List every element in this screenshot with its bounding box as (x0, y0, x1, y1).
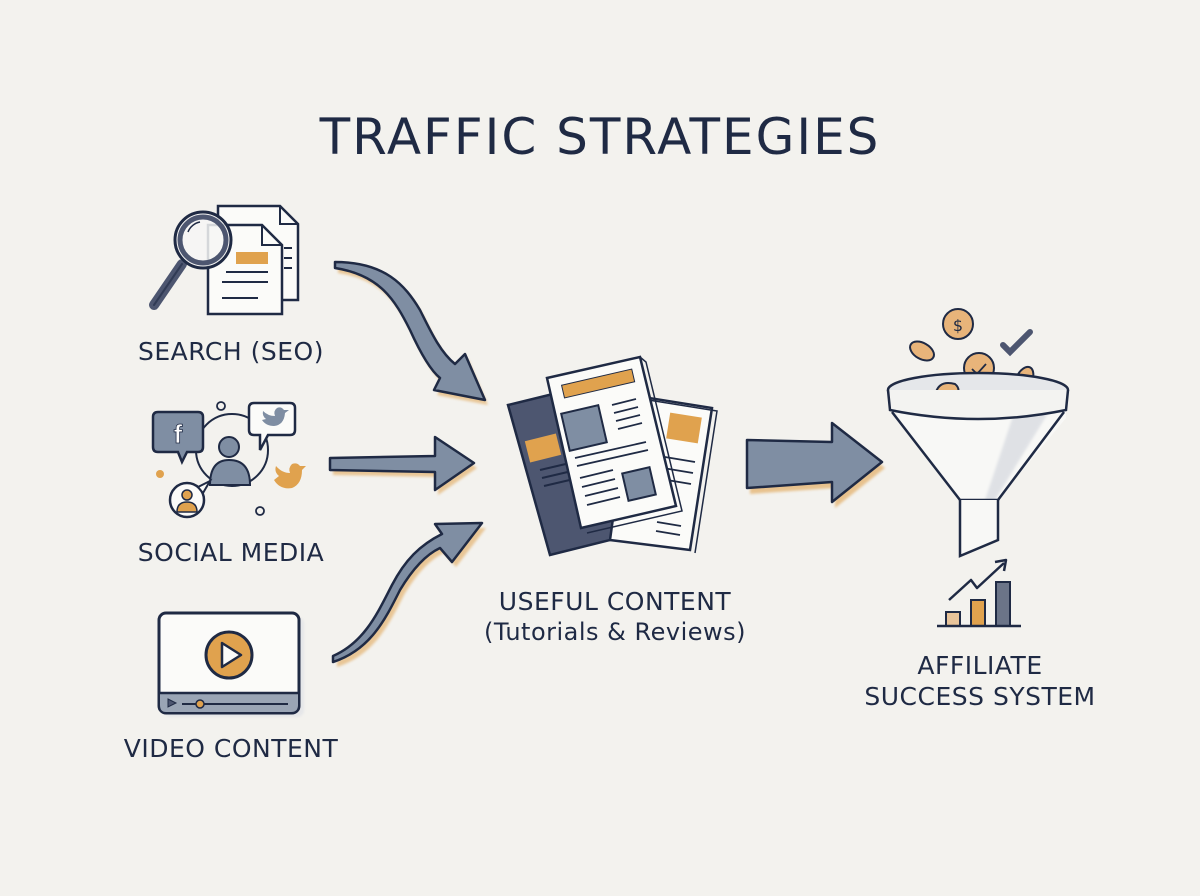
twitter-icon (262, 407, 289, 426)
source-label-social: SOCIAL MEDIA (137, 538, 325, 567)
dollar-coin-icon: $ (953, 316, 963, 335)
result-label: AFFILIATE SUCCESS SYSTEM (850, 650, 1110, 713)
hub-subtitle: (Tutorials & Reviews) (483, 618, 747, 647)
magnifier-documents-icon (149, 204, 300, 316)
arrow-content-to-funnel (745, 421, 885, 508)
arrow-video-to-content (331, 521, 486, 667)
source-label-video: VIDEO CONTENT (123, 734, 339, 763)
page-title: TRAFFIC STRATEGIES (319, 108, 881, 166)
arrow-social-to-content (328, 435, 477, 495)
funnel-coins-icon: $ (886, 308, 1070, 558)
facebook-icon: f (174, 419, 183, 449)
growth-bar-chart-icon (937, 558, 1021, 628)
hub-label: USEFUL CONTENT (Tutorials & Reviews) (470, 586, 760, 647)
play-icon (220, 641, 243, 669)
documents-stack-icon (506, 355, 718, 557)
checkmark-icon (1000, 329, 1033, 357)
social-network-icon: f (151, 401, 306, 519)
hub-title: USEFUL CONTENT (498, 587, 732, 616)
twitter-bird-icon (274, 463, 306, 489)
arrow-search-to-content (333, 260, 488, 405)
video-player-icon (157, 611, 304, 717)
result-title-line1: AFFILIATE (917, 651, 1043, 680)
source-label-search: SEARCH (SEO) (138, 337, 324, 366)
result-title-line2: SUCCESS SYSTEM (864, 682, 1096, 712)
